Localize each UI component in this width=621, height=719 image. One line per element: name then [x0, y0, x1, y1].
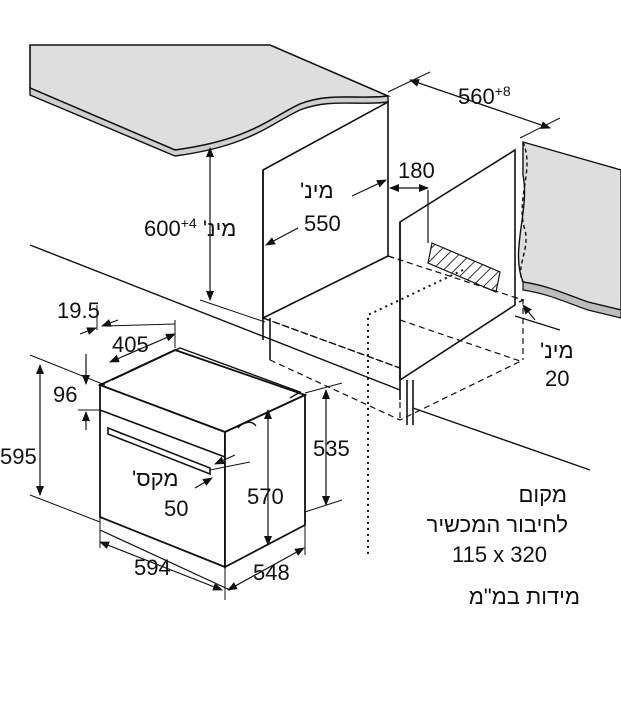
dim-180: 180: [398, 158, 435, 183]
dim-600-tolerance: +4: [180, 215, 197, 231]
oven-panel-line: [99, 409, 226, 458]
dim-405: 405: [112, 332, 149, 357]
countertop-right-edge: [522, 281, 621, 319]
dim-600-value: 600: [144, 216, 181, 241]
dim-560-tolerance: +8: [494, 83, 511, 99]
dim-535: 535: [313, 436, 350, 461]
dim-560-value: 560: [458, 84, 495, 109]
connection-note-line1: מקום: [518, 482, 567, 507]
oven-handle: [107, 426, 211, 476]
units-note: מידות במ"מ: [468, 584, 580, 609]
dim-550-label: מינ': [300, 178, 334, 203]
dim-96: 96: [53, 382, 78, 407]
dim-600: 600+4 מינ': [144, 215, 237, 241]
dim-600-suffix: מינ': [202, 216, 237, 241]
dim-19-5: 19.5: [57, 298, 100, 323]
dim-50-label: מקס': [132, 466, 179, 491]
dim-560: 560+8: [458, 83, 511, 109]
dim-50-value: 50: [164, 496, 189, 521]
dim-20-value: 20: [545, 366, 570, 391]
dim-570: 570: [247, 484, 284, 509]
dim-594: 594: [134, 555, 171, 580]
connection-note-line2: לחיבור המכשיר: [426, 512, 568, 537]
back-wall-dashed: [387, 255, 524, 363]
cabinet-left-panel: [262, 100, 389, 320]
dim-20-label: מינ': [540, 338, 574, 363]
connection-area-hatch: [427, 242, 501, 293]
connection-note-size: 115 x 320: [452, 542, 548, 567]
dim-550-value: 550: [304, 211, 341, 236]
oven-bracket: [237, 421, 257, 429]
connection-pointer: [367, 269, 464, 555]
dim-548: 548: [253, 560, 290, 585]
countertop-right-cut: [519, 141, 528, 283]
dim-595: 595: [0, 444, 37, 469]
